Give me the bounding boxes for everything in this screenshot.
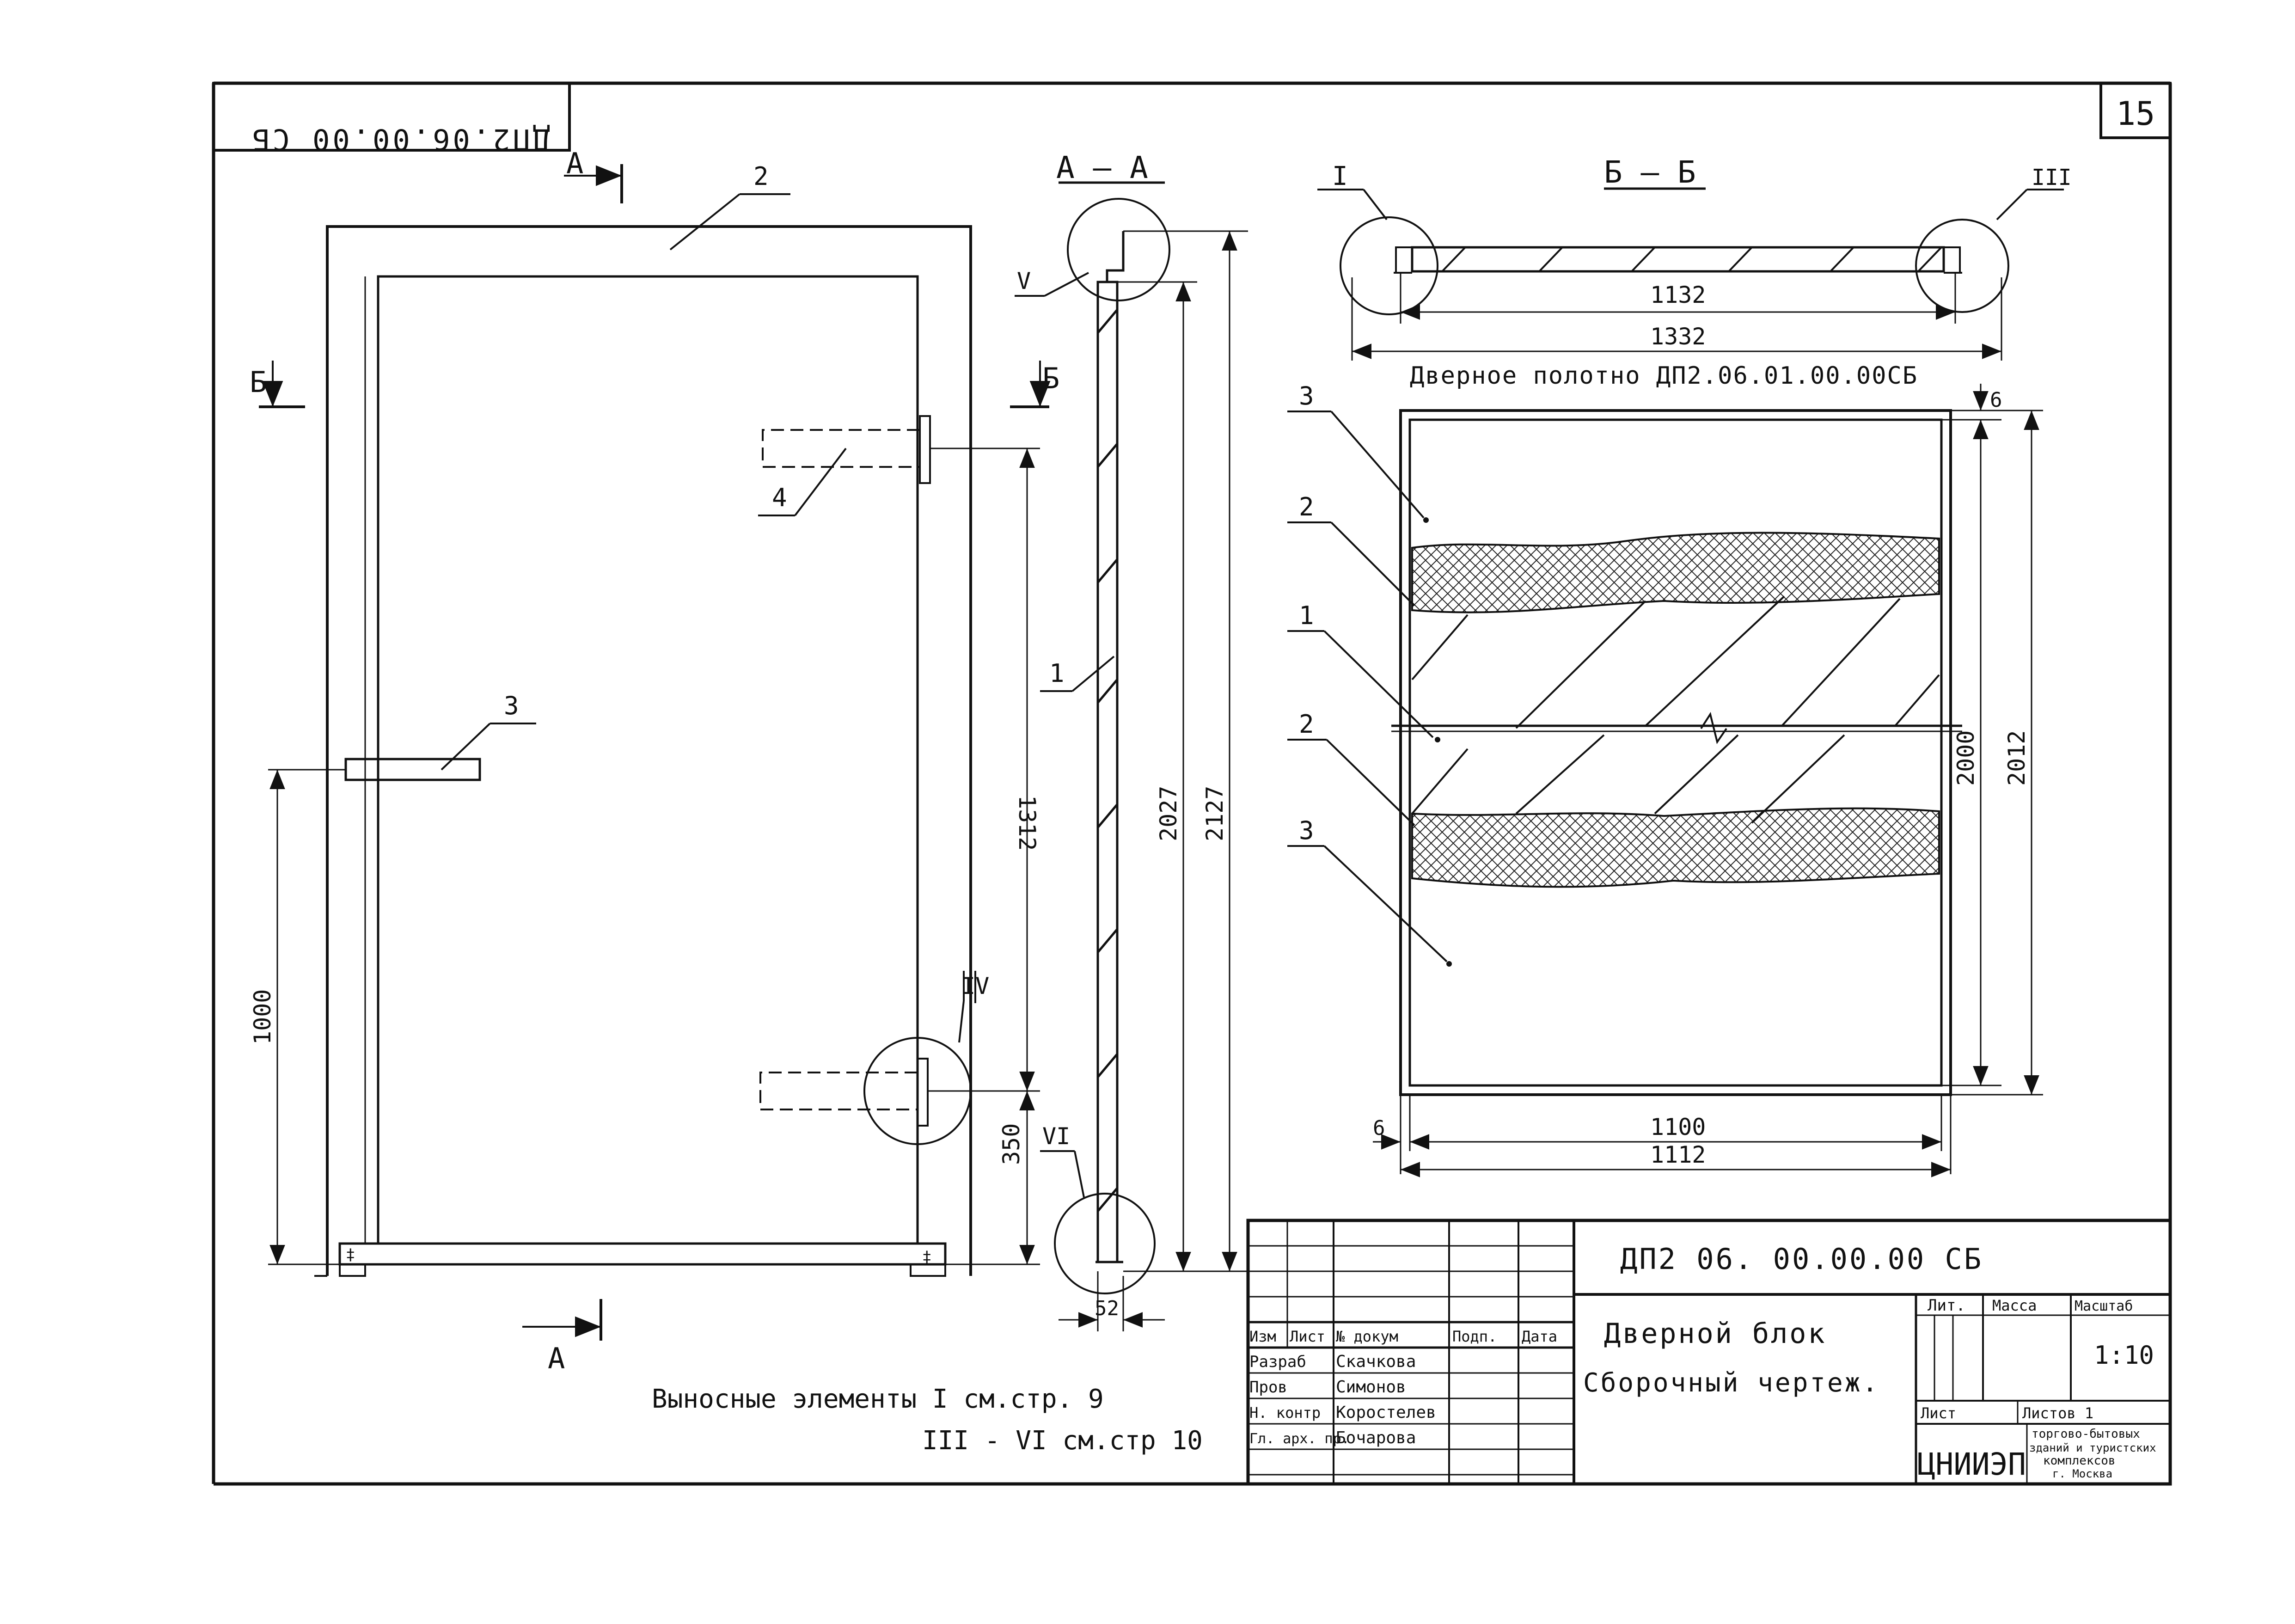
cut-a-bottom: А	[548, 1342, 565, 1375]
sheet-label: Лист	[1921, 1404, 1956, 1422]
dim-2000: 2000	[1952, 730, 1979, 786]
dim-2012: 2012	[2003, 730, 2030, 786]
rotated-code-box: ДП2.06.00.00 СБ	[212, 82, 571, 156]
dim-6-top: 6	[1990, 388, 2002, 412]
dim-2027: 2027	[1155, 786, 1182, 841]
hdr-izm: Изм	[1249, 1328, 1276, 1345]
dim-2127: 2127	[1201, 786, 1228, 841]
sheet-number-box: 15	[2099, 82, 2172, 139]
dim-1332: 1332	[1650, 323, 1706, 350]
org-line-1: торгово-бытовых	[2032, 1427, 2140, 1441]
leaf-caption: Дверное полотно ДП2.06.01.00.00СБ	[1410, 362, 1918, 390]
org-line-2: зданий и туристских	[2029, 1441, 2156, 1454]
cut-a-top: А	[566, 147, 583, 180]
drawing-name-2: Сборочный чертеж.	[1583, 1368, 1879, 1398]
front-pos-3: 3	[504, 691, 519, 720]
scale-label: Масштаб	[2075, 1298, 2133, 1314]
svg-text:‡: ‡	[346, 1245, 355, 1264]
designation: ДП2 06. 00.00.00 СБ	[1620, 1242, 1983, 1276]
front-pos-2: 2	[753, 162, 769, 191]
aa-callout-v: V	[1017, 268, 1031, 294]
org-logo: ЦНИИЭП	[1917, 1446, 2026, 1482]
leaf-pos-1: 1	[1299, 601, 1314, 630]
sheets-label: Листов 1	[2022, 1404, 2093, 1422]
leaf-pos-2a: 2	[1299, 492, 1314, 521]
role-2: Пров	[1249, 1378, 1287, 1397]
bb-callout-iii: III	[2032, 165, 2072, 190]
aa-callout-vi: VI	[1042, 1123, 1070, 1150]
org-line-3: комплексов	[2043, 1454, 2116, 1468]
name-3: Коростелев	[1336, 1403, 1436, 1422]
cut-b-left: Б	[250, 365, 267, 399]
dim-1132: 1132	[1650, 282, 1706, 308]
leaf-pos-2b: 2	[1299, 710, 1314, 739]
name-1: Скачкова	[1336, 1352, 1416, 1371]
door-leaf-view	[1287, 384, 2043, 1177]
section-aa	[1015, 181, 1248, 1331]
hdr-list: Лист	[1290, 1328, 1325, 1345]
dim-1312: 1312	[1014, 795, 1040, 851]
front-view: ‡ ‡	[259, 164, 1051, 1341]
drawing-name-1: Дверной блок	[1604, 1318, 1826, 1350]
name-2: Симонов	[1336, 1378, 1406, 1397]
rotated-code-text: ДП2.06.00.00 СБ	[250, 123, 550, 156]
dim-6-left: 6	[1373, 1116, 1385, 1140]
org-line-4: г. Москва	[2052, 1467, 2112, 1480]
lit-label: Лит.	[1928, 1296, 1965, 1315]
svg-text:‡: ‡	[922, 1248, 931, 1266]
dim-1112: 1112	[1650, 1141, 1706, 1168]
notes-line-2: III - VI см.стр 10	[922, 1426, 1203, 1456]
name-4: Бочарова	[1336, 1428, 1416, 1447]
sheet-number: 15	[2116, 95, 2155, 133]
leaf-pos-3b: 3	[1299, 816, 1314, 845]
hdr-date: Дата	[1522, 1328, 1557, 1345]
role-3: Н. контр	[1249, 1404, 1321, 1422]
hdr-sign: Подп.	[1452, 1328, 1497, 1345]
dim-1100: 1100	[1650, 1114, 1706, 1140]
title-block	[1246, 1219, 2172, 1486]
front-pos-4: 4	[772, 483, 787, 512]
bb-callout-i: I	[1332, 161, 1348, 191]
dim-350: 350	[998, 1123, 1025, 1165]
front-callout-iv: IV	[961, 973, 989, 999]
leaf-pos-3a: 3	[1299, 381, 1314, 411]
cut-b-right: Б	[1042, 362, 1059, 395]
section-aa-title: А — А	[1056, 150, 1148, 185]
hdr-doc: № докум	[1336, 1328, 1398, 1345]
dim-52: 52	[1095, 1297, 1119, 1320]
aa-pos-1: 1	[1049, 659, 1065, 688]
scale-value: 1:10	[2094, 1341, 2154, 1370]
section-bb-title: Б — Б	[1604, 154, 1696, 190]
role-4: Гл. арх. пр.	[1249, 1431, 1350, 1447]
dim-1000: 1000	[249, 989, 276, 1045]
section-bb	[1317, 187, 2064, 361]
role-1: Разраб	[1249, 1353, 1306, 1371]
notes-line-1: Выносные элементы I см.стр. 9	[652, 1384, 1104, 1414]
mass-label: Масса	[1992, 1297, 2037, 1314]
